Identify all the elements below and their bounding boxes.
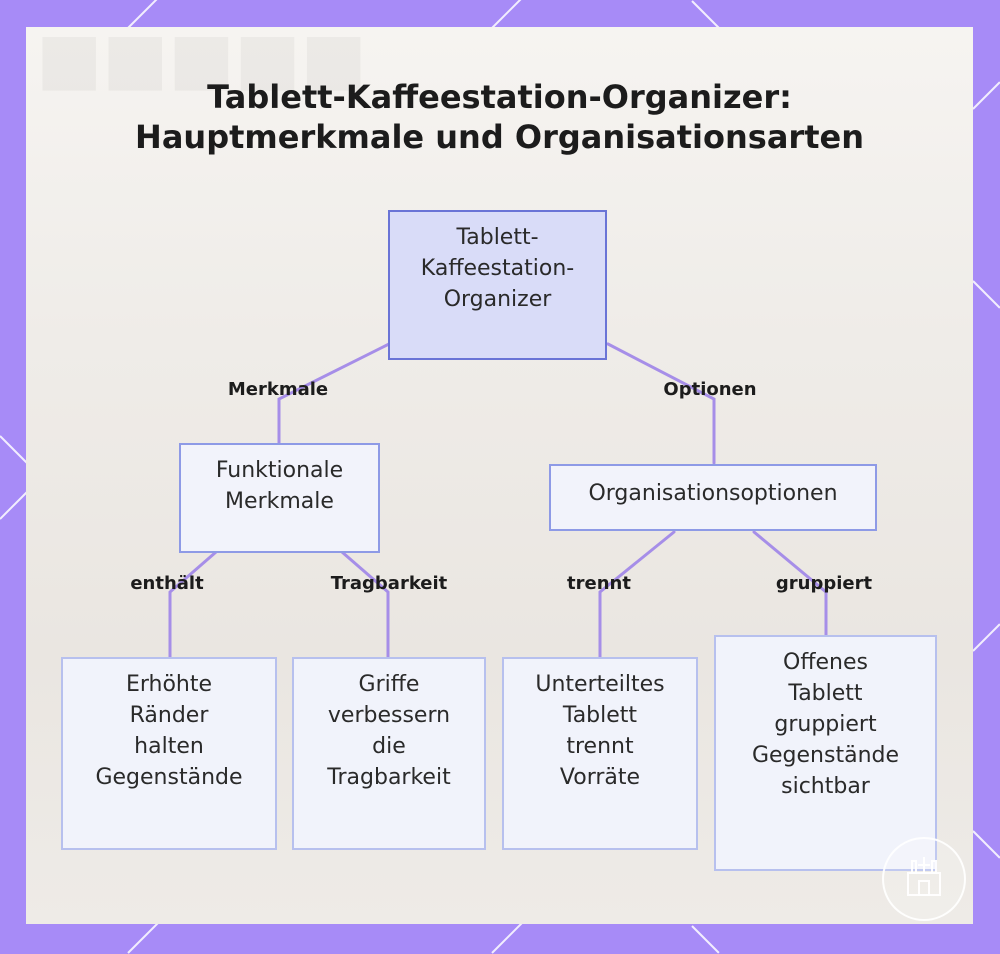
edge-options-open [752, 530, 828, 637]
node-raised-edges-label: Erhöhte Ränder halten Gegenstände [95, 672, 243, 790]
frame-decoration [491, 0, 525, 29]
frame-decoration [491, 920, 525, 954]
edge-features-handles [340, 550, 390, 659]
title-line-2: Hauptmerkmale und Organisationsarten [135, 118, 864, 156]
storefront-logo-icon [882, 837, 966, 921]
edge-label-options: Optionen [663, 379, 757, 400]
connector-lines [168, 342, 828, 659]
edge-features-raised [168, 550, 218, 659]
frame-decoration [972, 623, 1000, 652]
frame-decoration [127, 0, 161, 29]
edge-root-features [277, 342, 391, 445]
node-divided-tray: Unterteiltes Tablett trennt Vorräte [502, 657, 698, 850]
node-organization-options: Organisationsoptionen [549, 464, 877, 531]
edge-label-separates: trennt [567, 573, 631, 594]
diagram-card: ■■■■■ Tablett-Kaffeestation-Organizer: H… [26, 27, 973, 924]
node-root-label: Tablett- Kaffeestation- Organizer [420, 225, 575, 312]
node-functional-features: Funktionale Merkmale [179, 443, 380, 553]
node-open-tray: Offenes Tablett gruppiert Gegenstände si… [714, 635, 937, 871]
edge-label-features: Merkmale [227, 379, 329, 400]
frame-decoration [127, 920, 161, 954]
frame-decoration [972, 280, 1000, 309]
frame-decoration [972, 830, 1000, 859]
title-line-1: Tablett-Kaffeestation-Organizer: [207, 78, 792, 116]
frame-decoration [691, 0, 720, 29]
edge-root-options [606, 342, 716, 465]
node-handles: Griffe verbessern die Tragbarkeit [292, 657, 486, 850]
frame-decoration [0, 435, 28, 464]
node-divided-tray-label: Unterteiltes Tablett trennt Vorräte [535, 672, 665, 790]
node-organization-options-label: Organisationsoptionen [588, 481, 838, 506]
frame-decoration [691, 925, 720, 954]
frame-decoration [972, 81, 1000, 110]
background-photo-decoration: ■■■■■ [36, 27, 367, 99]
edge-label-portability: Tragbarkeit [330, 573, 448, 594]
node-root-organizer: Tablett- Kaffeestation- Organizer [388, 210, 607, 360]
node-functional-features-label: Funktionale Merkmale [215, 458, 344, 514]
diagram-title: Tablett-Kaffeestation-Organizer: Hauptme… [26, 77, 973, 157]
edge-label-contains: enthält [130, 573, 204, 594]
edge-options-divided [598, 530, 676, 659]
node-raised-edges: Erhöhte Ränder halten Gegenstände [61, 657, 277, 850]
frame-decoration [0, 491, 28, 520]
edge-label-groups: gruppiert [775, 573, 873, 594]
node-handles-label: Griffe verbessern die Tragbarkeit [327, 672, 451, 790]
node-open-tray-label: Offenes Tablett gruppiert Gegenstände si… [751, 650, 900, 799]
